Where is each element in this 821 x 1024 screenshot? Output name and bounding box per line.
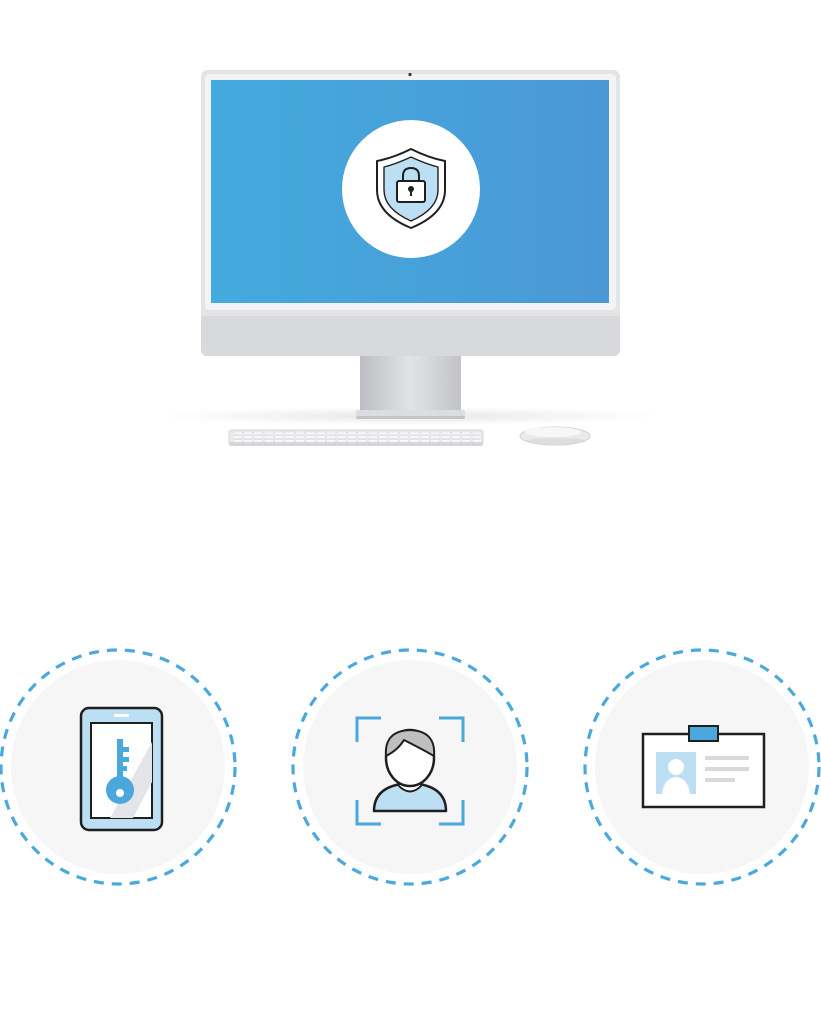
keyboard-key [305,435,316,439]
keyboard-key [378,431,389,435]
keyboard-key [471,431,482,435]
keyboard-key [440,431,451,435]
keyboard-key [253,431,264,435]
keyboard-key [305,439,316,443]
keyboard-key [253,439,264,443]
auth-methods [0,648,821,886]
keyboard-key [471,435,482,439]
keyboard-key [253,435,264,439]
keyboard-key [284,431,295,435]
keyboard-key [430,439,441,443]
shield-lock-icon [376,148,446,229]
keyboard-key [305,431,316,435]
keyboard-key [315,431,326,435]
keyboard-key [295,435,305,439]
dashed-ring [0,648,237,886]
keyboard-key [471,439,482,443]
keyboard-key [263,439,274,443]
keyboard-key [367,439,378,443]
keyboard-key [232,435,243,439]
keyboard-key [315,439,326,443]
keyboard-key [419,439,430,443]
monitor-stand [356,352,465,419]
keyboard-key [284,439,295,443]
keyboard-key [274,431,285,435]
keyboard-key [263,431,274,435]
keyboard-key [347,431,357,435]
keyboard-key [232,439,243,443]
keyboard-key [388,435,399,439]
keyboard-key [430,431,441,435]
auth-method-face-scan [291,648,529,886]
mouse [519,426,591,446]
phone-key-icon [79,706,164,832]
keyboard-key [409,439,420,443]
keyboard-key [419,435,430,439]
keyboard-key [440,435,451,439]
dashed-ring [291,648,529,886]
keyboard-key [367,435,378,439]
keyboard-key [347,439,357,443]
id-badge-icon [641,725,766,809]
keyboard-key [315,435,326,439]
keyboard-key [326,431,337,435]
keyboard-key [388,431,399,435]
keyboard-key [378,435,389,439]
keyboard-key [357,435,368,439]
dashed-ring [583,648,821,886]
keyboard-key [232,431,243,435]
keyboard-key [243,435,253,439]
auth-method-id-badge [583,648,821,886]
keyboard-key [326,435,337,439]
scan-frame [355,716,465,826]
keyboard-key [399,431,409,435]
auth-method-phone-key [0,648,237,886]
keyboard-key [274,435,285,439]
keyboard-key [378,439,389,443]
keyboard-key [399,435,409,439]
keyboard-key [357,439,368,443]
keyboard-key [430,435,441,439]
keyboard-key [243,431,253,435]
keyboard-key [419,431,430,435]
keyboard-key [295,431,305,435]
keyboard-key [440,439,451,443]
monitor [201,70,620,356]
keyboard-key [461,435,472,439]
face-scan-icon [355,716,465,826]
keyboard-key [399,439,409,443]
desktop-computer [160,70,660,446]
keyboard-key [409,431,420,435]
keyboard-key [295,439,305,443]
keyboard-key [461,439,472,443]
keyboard [228,429,484,446]
keyboard-key [388,439,399,443]
keyboard-key [451,431,461,435]
keyboard-key [347,435,357,439]
keyboard-key [336,439,347,443]
keyboard-key [336,435,347,439]
keyboard-key [336,431,347,435]
keyboard-key [451,435,461,439]
keyboard-key [284,435,295,439]
keyboard-key [451,439,461,443]
keyboard-key [461,431,472,435]
keyboard-key [367,431,378,435]
keyboard-keys [232,431,482,443]
shield-lock-badge [342,120,480,258]
keyboard-key [263,435,274,439]
keyboard-key [409,435,420,439]
keyboard-key [274,439,285,443]
keyboard-key [326,439,337,443]
webcam [408,72,412,77]
keyboard-key [357,431,368,435]
keyboard-key [243,439,253,443]
